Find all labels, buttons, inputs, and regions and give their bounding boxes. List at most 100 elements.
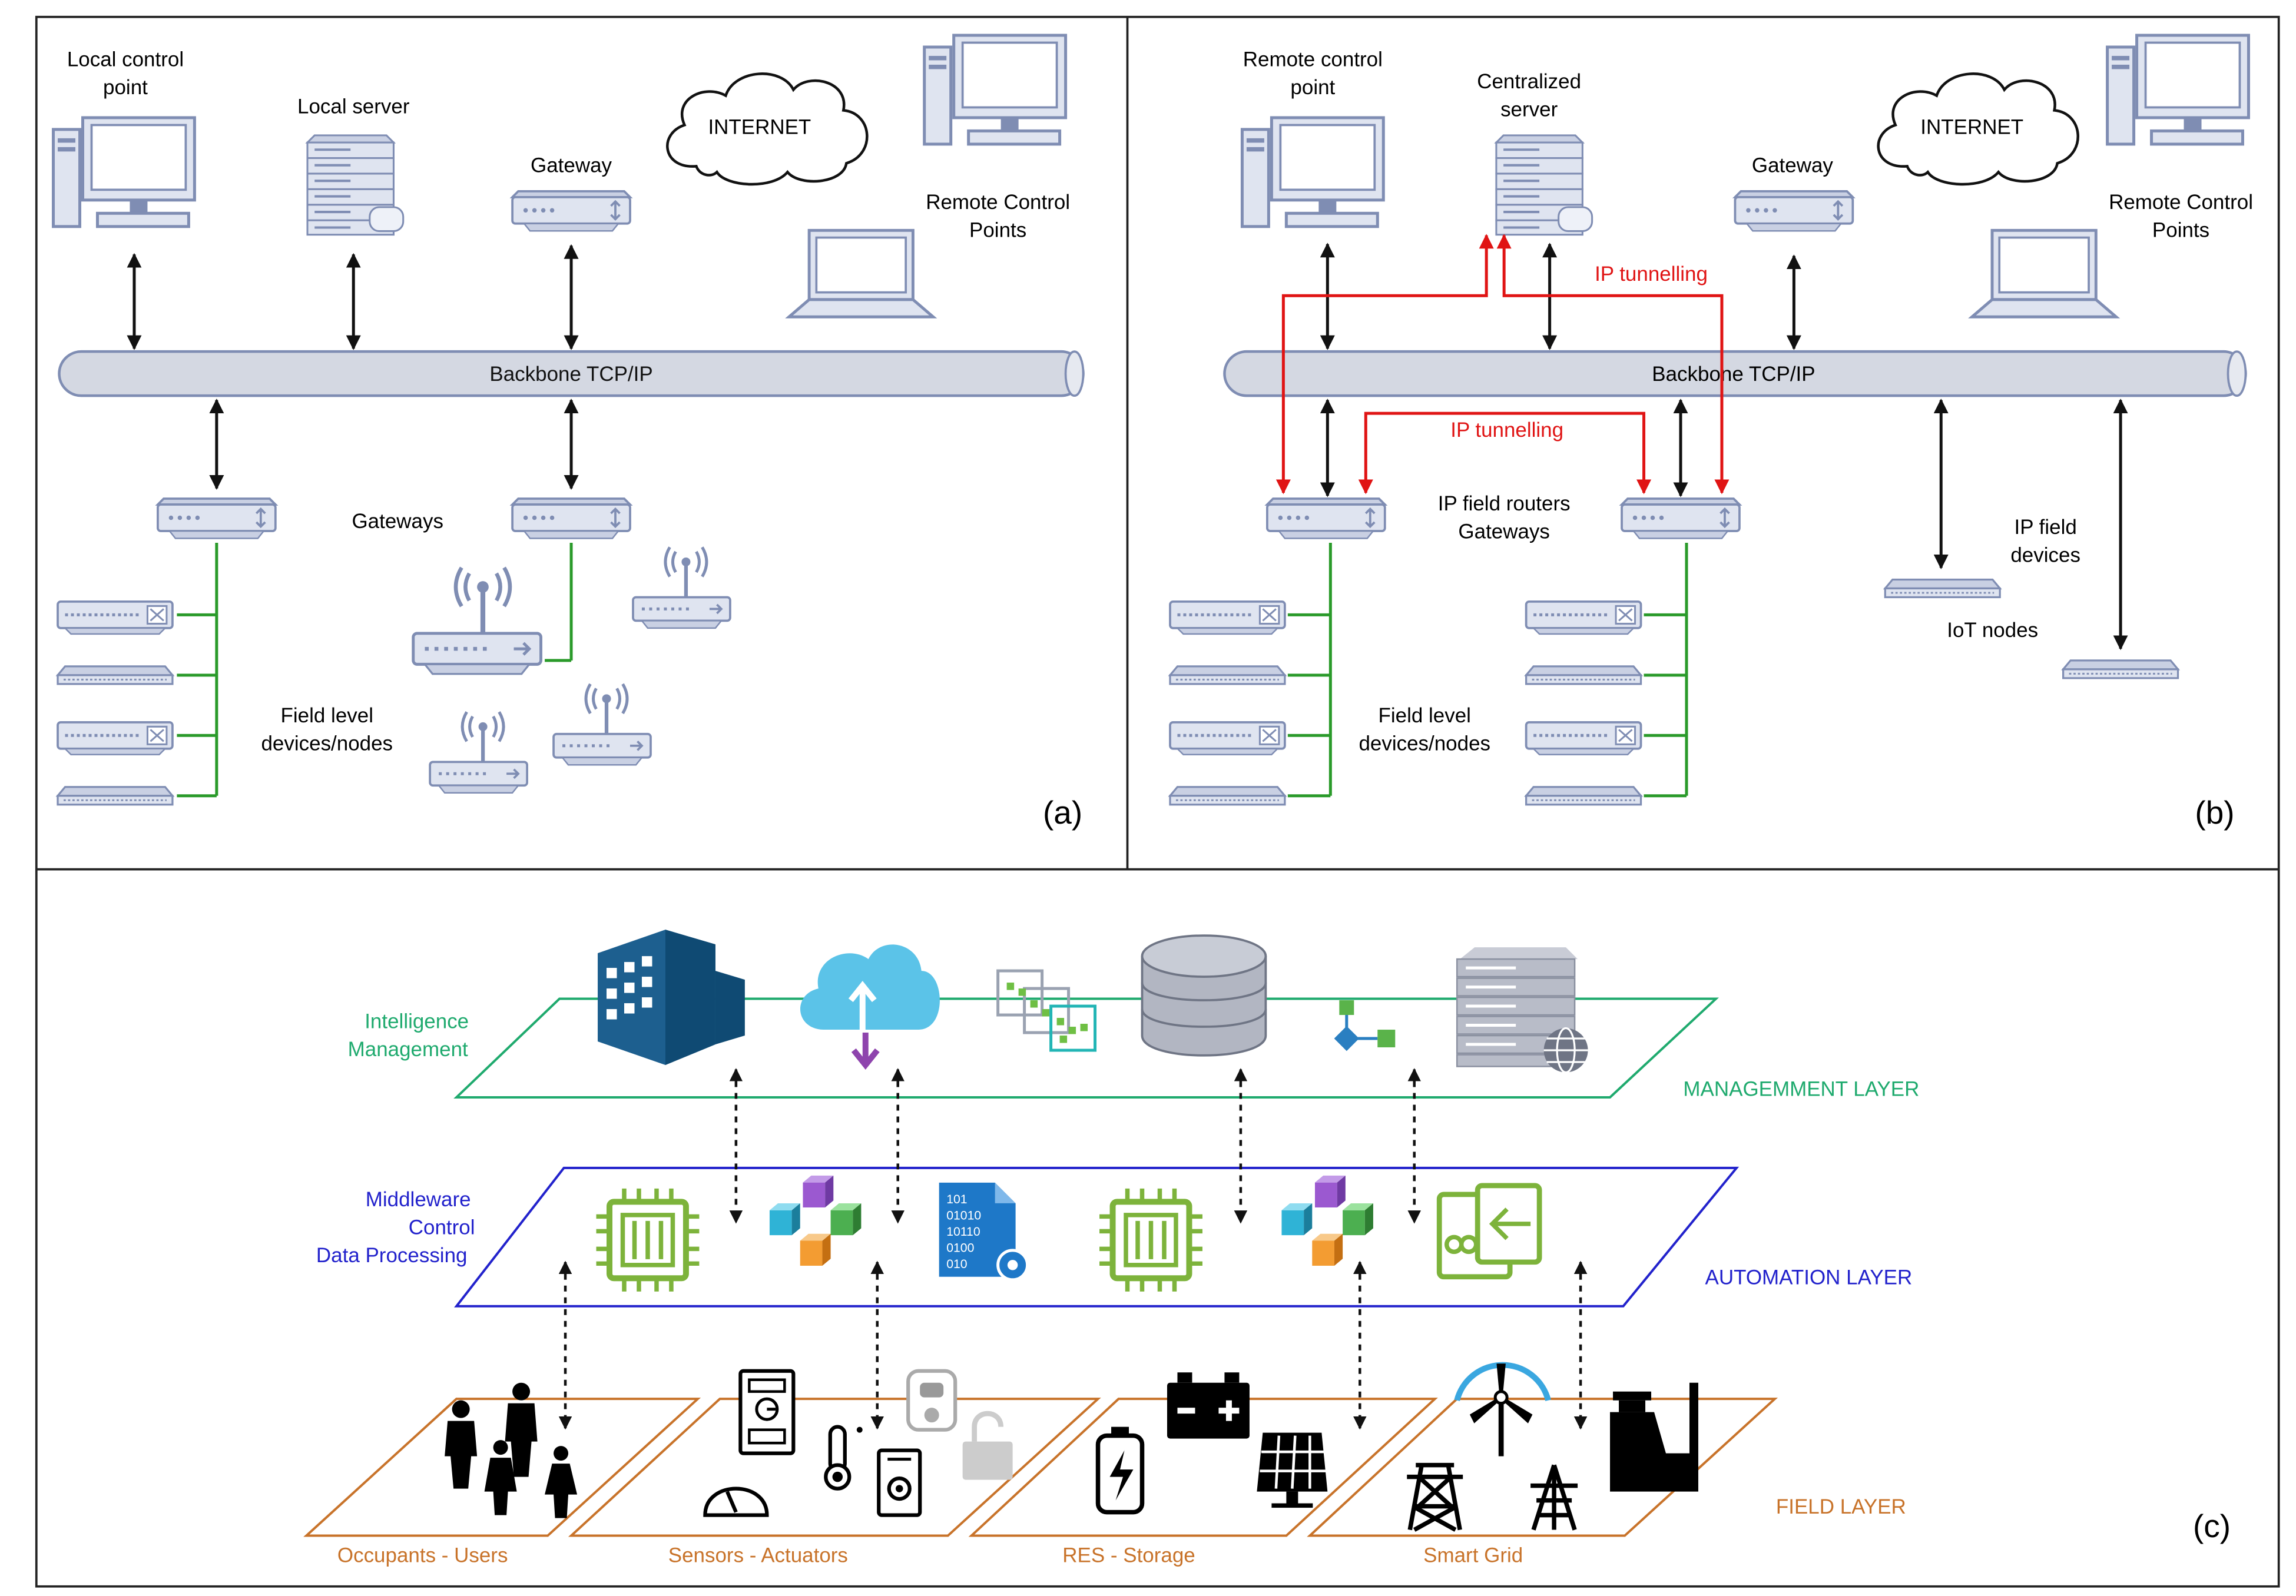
field-node-icon-b-2 (1169, 786, 1286, 806)
power-plant-icon (1610, 1382, 1698, 1492)
processor-icon-2 (1099, 1189, 1202, 1292)
binary-line-4: 0100 (946, 1241, 974, 1255)
field-gateway-icon-a-2 (511, 497, 631, 540)
zone-label-res: RES - Storage (1062, 1544, 1195, 1567)
centralized-server-icon (1496, 135, 1592, 235)
field-switch-icon-b-4 (1526, 722, 1641, 755)
binary-line-1: 101 (946, 1193, 967, 1206)
remote-control-points-label-a-2: Points (969, 218, 1026, 241)
gauge-icon (703, 1486, 769, 1517)
local-control-point-label-1: Local control (67, 48, 184, 71)
backbone-label-b: Backbone TCP/IP (1652, 363, 1815, 386)
ip-tunnel-arrows (1275, 234, 1730, 495)
field-level-label-b-1: Field level (1379, 704, 1471, 727)
management-layer-label: MANAGEMMENT LAYER (1683, 1077, 1919, 1100)
wireless-router-icon-a-3 (554, 684, 651, 765)
backbone-label-a: Backbone TCP/IP (489, 363, 652, 386)
gateways-label-a: Gateways (352, 510, 443, 533)
remote-pc-icon-b (2108, 35, 2249, 144)
local-control-pc-icon (54, 118, 195, 227)
field-node-icon-a-1 (57, 665, 174, 685)
field-switch-icon-b-1 (1170, 602, 1285, 634)
dashed-arrows-c (558, 1068, 1588, 1430)
field-layer-label: FIELD LAYER (1776, 1495, 1906, 1518)
centralized-server-label-1: Centralized (1477, 70, 1581, 93)
processor-icon-1 (597, 1189, 700, 1292)
remote-laptop-icon-a (789, 230, 933, 317)
blocks-icon-1 (769, 1175, 862, 1266)
building-icon (598, 930, 745, 1065)
field-switch-icon-b-2 (1170, 722, 1285, 755)
panel-c-label: (c) (2193, 1508, 2231, 1544)
field-zone-sensors (568, 1398, 1101, 1537)
thermometer-icon (824, 1425, 863, 1491)
intelligence-label-1: Intelligence (365, 1010, 469, 1033)
arrows-a (127, 244, 579, 490)
ip-tunnelling-label-top: IP tunnelling (1595, 263, 1708, 286)
ip-field-routers-label-1: IP field routers (1438, 492, 1571, 515)
wind-turbine-icon (1454, 1362, 1551, 1456)
meter-icon (738, 1369, 796, 1455)
switch-icon (906, 1369, 958, 1432)
middleware-label-2: Control (409, 1216, 475, 1239)
ip-field-devices-label-1: IP field (2015, 516, 2077, 539)
iot-nodes-label: IoT nodes (1947, 619, 2038, 642)
internet-label-b: INTERNET (1920, 115, 2023, 138)
integration-app-icon (1436, 1183, 1542, 1280)
field-zone-occupants (303, 1398, 701, 1537)
automation-plane (454, 1166, 1740, 1308)
remote-control-pc-icon-b (1242, 118, 1383, 227)
gateway-label-b: Gateway (1752, 154, 1834, 177)
binary-file-icon: 101 01010 10110 0100 010 (939, 1182, 1029, 1282)
intelligence-label-2: Management (348, 1038, 468, 1061)
field-switch-icon-b-3 (1526, 602, 1641, 634)
field-links-b (1287, 542, 1688, 798)
ip-field-device-icon-1 (1884, 578, 2001, 599)
data-flow-icon (996, 969, 1097, 1052)
local-server-icon (307, 135, 403, 235)
zone-label-occupants: Occupants - Users (337, 1544, 508, 1567)
binary-line-2: 01010 (946, 1209, 981, 1222)
local-server-label: Local server (297, 95, 410, 118)
field-level-label-a-2: devices/nodes (261, 732, 393, 755)
battery-icon (1095, 1426, 1145, 1515)
thermostat-icon (877, 1448, 922, 1517)
field-router-icon-b-1 (1266, 497, 1386, 540)
field-switch-icon-a-1 (58, 602, 173, 634)
field-links-a (177, 542, 573, 798)
transmission-tower-icon-2 (1530, 1464, 1578, 1531)
transmission-tower-icon-1 (1407, 1462, 1463, 1532)
panel-b-label: (b) (2195, 794, 2234, 831)
remote-control-point-label-1: Remote control (1243, 48, 1383, 71)
wireless-router-icon-a-4 (430, 712, 527, 792)
zone-label-sensors: Sensors - Actuators (668, 1544, 848, 1567)
panel-b: Backbone TCP/IP Remote control point Cen… (1170, 35, 2253, 831)
middleware-label-3: Data Processing (316, 1244, 468, 1267)
blocks-icon-2 (1281, 1175, 1373, 1266)
remote-control-points-label-b-2: Points (2152, 218, 2209, 241)
field-node-icon-a-2 (57, 786, 174, 806)
remote-pc-icon-a (925, 35, 1066, 144)
field-router-icon-b-2 (1621, 497, 1741, 540)
gateway-icon-a (511, 190, 631, 233)
field-node-icon-b-1 (1169, 665, 1286, 685)
field-node-icon-b-4 (1525, 786, 1642, 806)
zone-label-smartgrid: Smart Grid (1423, 1544, 1523, 1567)
ip-field-device-icon-2 (2062, 659, 2179, 679)
middleware-label-1: Middleware (366, 1188, 471, 1211)
backbone-pipe-a (58, 350, 1085, 397)
management-plane (453, 997, 1719, 1099)
panel-a-label: (a) (1043, 794, 1082, 831)
ip-tunnelling-label-mid: IP tunnelling (1450, 419, 1563, 442)
cloud-sync-icon (800, 944, 940, 1070)
web-server-icon (1456, 947, 1588, 1074)
field-level-label-b-2: devices/nodes (1359, 732, 1490, 755)
wireless-router-icon-a-2 (633, 547, 730, 628)
field-node-icon-b-3 (1525, 665, 1642, 685)
unlock-icon (962, 1411, 1013, 1480)
car-battery-icon (1167, 1372, 1250, 1439)
automation-layer-label: AUTOMATION LAYER (1705, 1266, 1913, 1289)
field-switch-icon-a-2 (58, 722, 173, 755)
remote-control-points-label-a-1: Remote Control (926, 191, 1070, 214)
